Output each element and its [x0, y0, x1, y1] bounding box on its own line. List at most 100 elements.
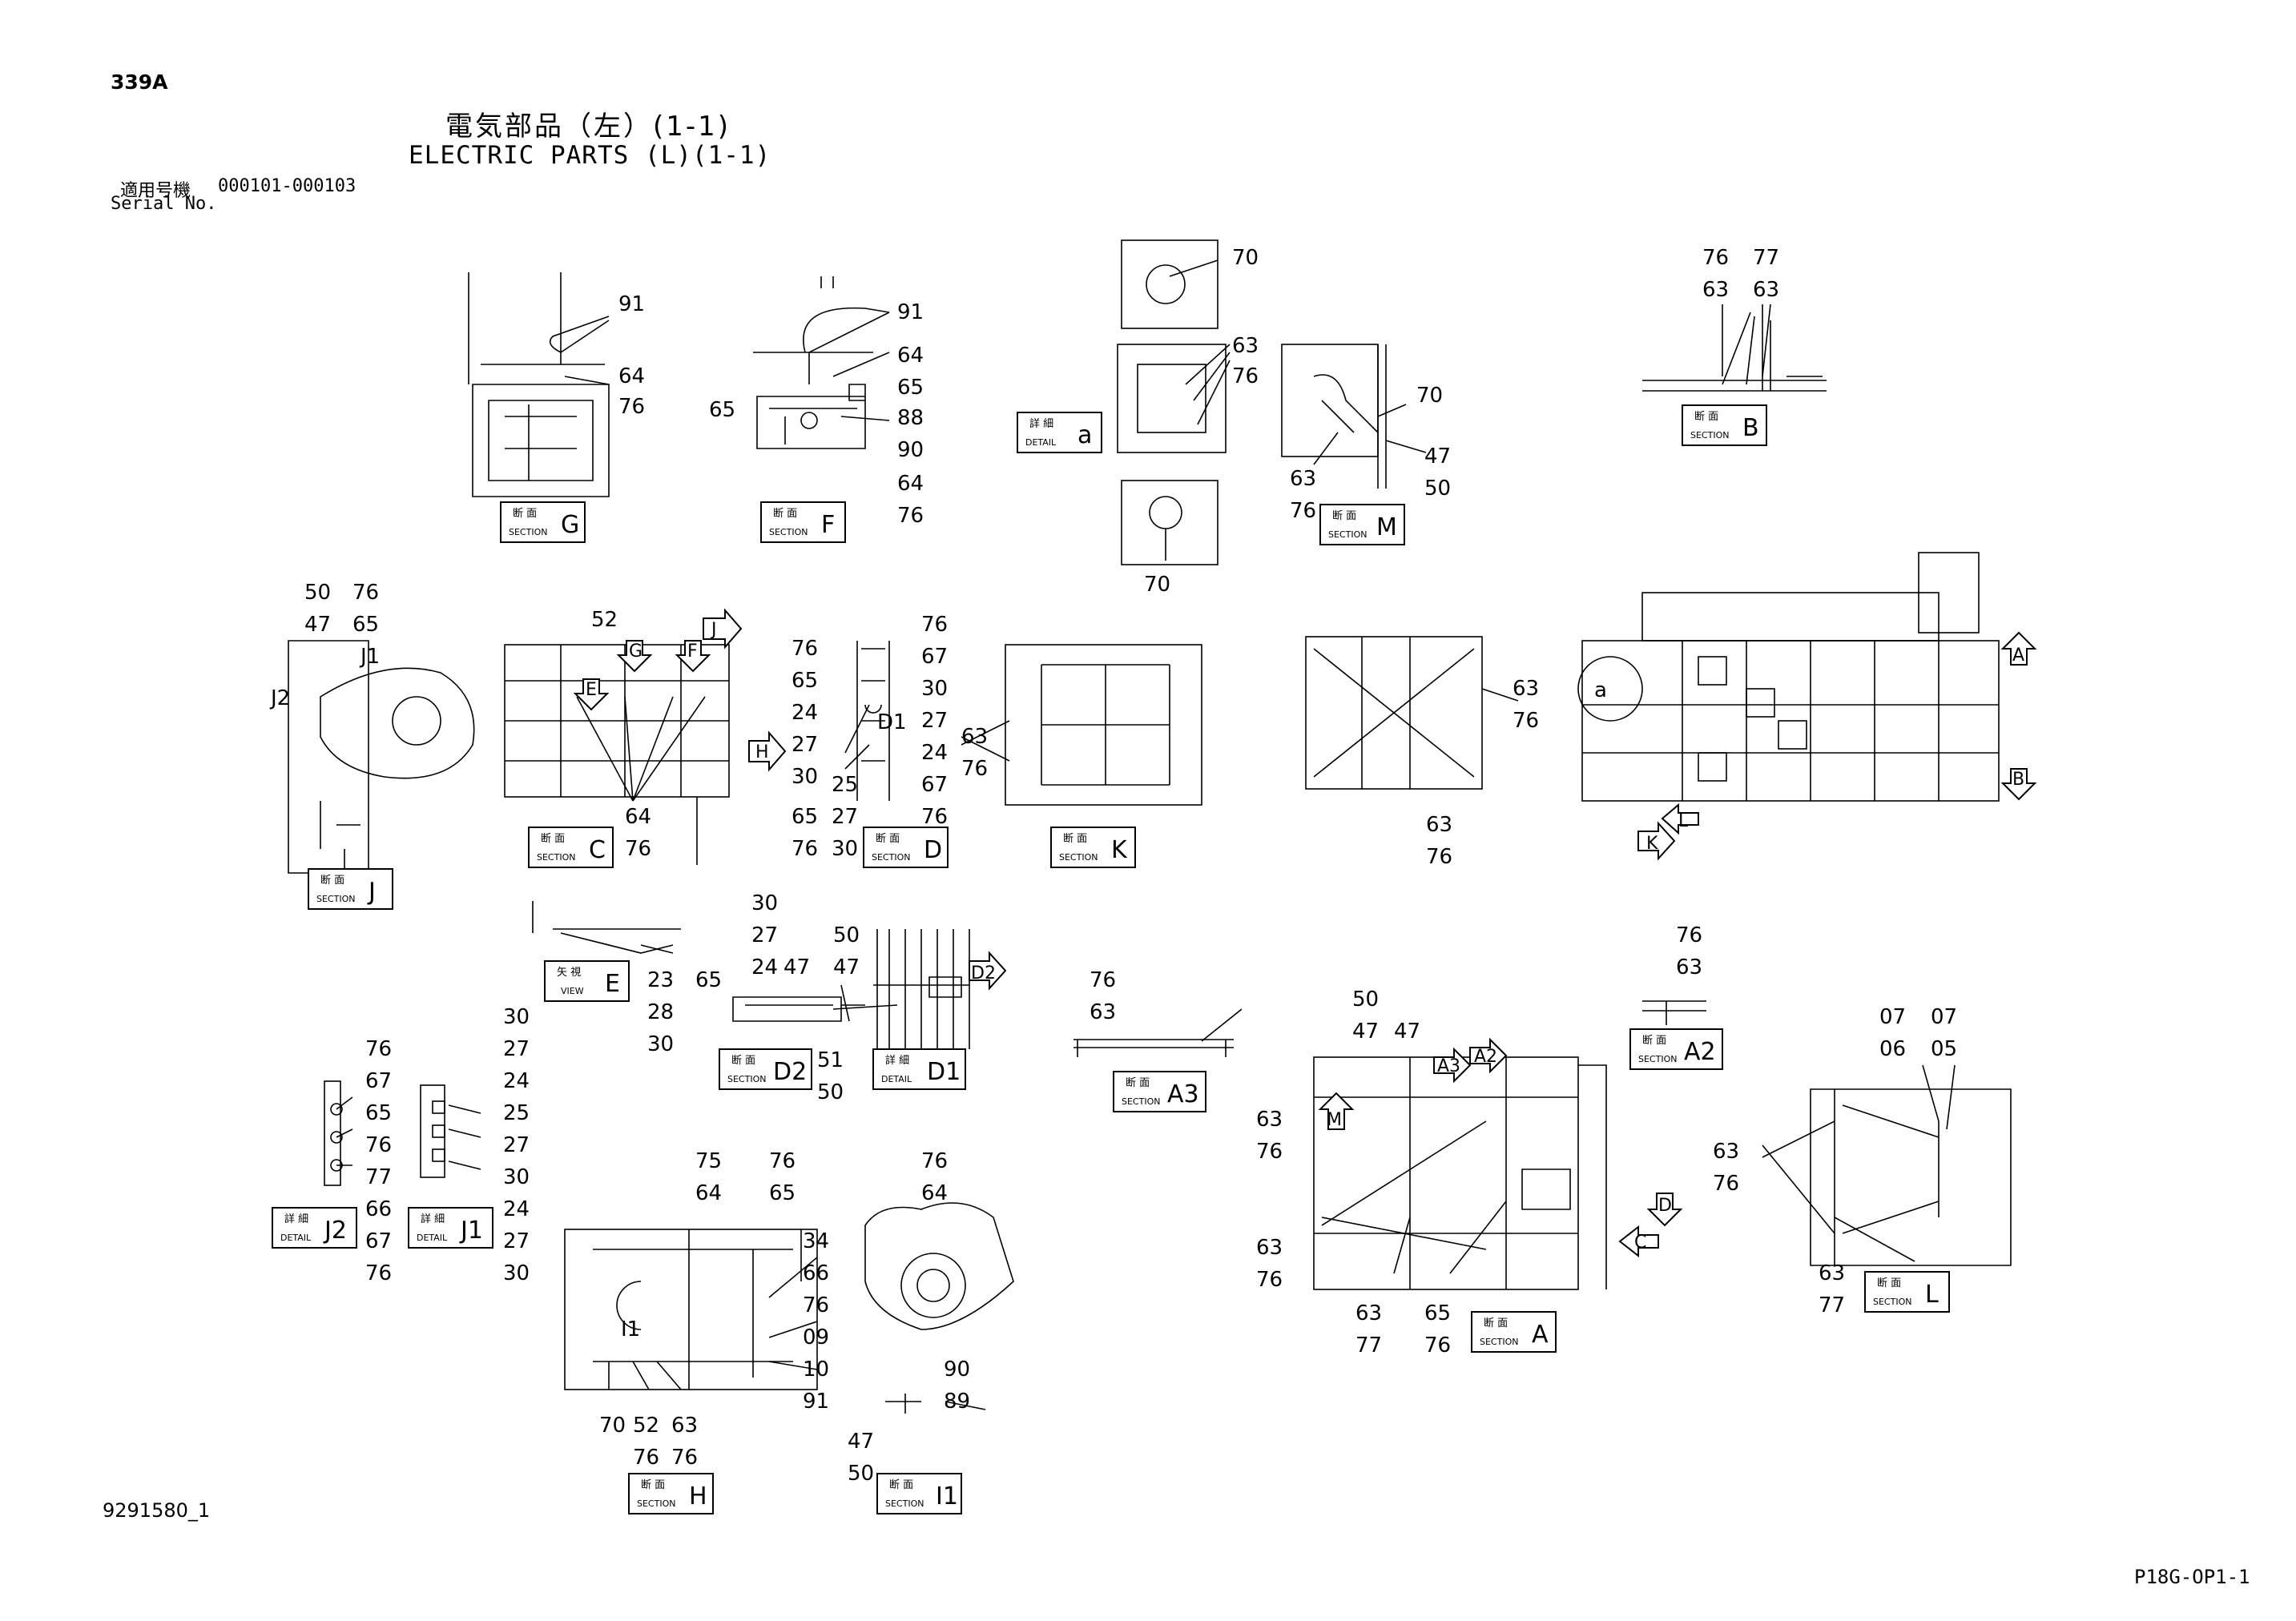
svg-text:76: 76 [1676, 923, 1702, 947]
drawing-section-a [1313, 1056, 1607, 1290]
svg-text:76: 76 [1424, 1333, 1451, 1358]
svg-text:断 面: 断 面 [513, 508, 537, 520]
svg-text:76: 76 [921, 1149, 948, 1173]
arrow-d2: D2 [969, 951, 1007, 991]
svg-text:65: 65 [709, 398, 735, 422]
drawing-section-i1 [864, 1202, 1014, 1414]
svg-text:SECTION: SECTION [637, 1498, 675, 1509]
svg-text:63: 63 [1702, 278, 1729, 302]
svg-text:30: 30 [921, 677, 948, 701]
svg-text:30: 30 [503, 1165, 530, 1189]
svg-text:SECTION: SECTION [1638, 1054, 1677, 1064]
svg-text:63: 63 [1090, 1000, 1116, 1024]
svg-text:24: 24 [503, 1069, 530, 1093]
svg-text:矢 視: 矢 視 [557, 967, 581, 979]
svg-text:76: 76 [1702, 246, 1729, 270]
drawing-section-g [468, 272, 610, 497]
svg-text:DETAIL: DETAIL [417, 1233, 448, 1243]
svg-text:B: B [1742, 414, 1759, 442]
svg-text:76: 76 [921, 805, 948, 829]
svg-text:SECTION: SECTION [1328, 529, 1367, 540]
svg-text:K: K [1646, 834, 1658, 854]
svg-text:67: 67 [921, 645, 948, 669]
svg-text:65: 65 [769, 1181, 796, 1205]
svg-text:63: 63 [1256, 1236, 1283, 1260]
svg-text:63: 63 [1232, 334, 1259, 358]
svg-text:27: 27 [832, 805, 858, 829]
svg-text:77: 77 [1819, 1293, 1845, 1317]
svg-text:I1: I1 [936, 1482, 958, 1510]
svg-text:67: 67 [921, 773, 948, 797]
arrow-f: F [675, 640, 711, 673]
svg-text:76: 76 [1232, 364, 1259, 388]
svg-text:65: 65 [1424, 1301, 1451, 1325]
svg-text:91: 91 [803, 1390, 829, 1414]
svg-text:63: 63 [1426, 813, 1452, 837]
arrow-d: D [1646, 1193, 1683, 1227]
drawing-section-c [504, 644, 730, 865]
drawing-section-d [856, 641, 890, 801]
svg-text:F: F [821, 511, 835, 539]
svg-text:77: 77 [1355, 1333, 1382, 1358]
drawing-section-k [1005, 644, 1202, 806]
svg-text:76: 76 [618, 395, 645, 419]
svg-text:C: C [589, 836, 606, 864]
svg-text:63: 63 [1355, 1301, 1382, 1325]
svg-text:76: 76 [792, 837, 818, 861]
svg-text:64: 64 [921, 1181, 948, 1205]
arrow-a3: A3 [1433, 1047, 1472, 1084]
svg-text:J: J [367, 878, 376, 906]
svg-text:30: 30 [647, 1032, 674, 1056]
svg-text:65: 65 [365, 1101, 392, 1125]
sheet-id: P18G-OP1-1 [2134, 1566, 2250, 1588]
svg-text:52: 52 [591, 608, 618, 632]
svg-text:断 面: 断 面 [641, 1479, 665, 1491]
svg-text:SECTION: SECTION [1480, 1337, 1518, 1347]
svg-text:63: 63 [1713, 1140, 1739, 1164]
svg-text:24: 24 [751, 955, 778, 979]
svg-text:76: 76 [671, 1446, 698, 1470]
svg-text:70: 70 [599, 1414, 626, 1438]
arrow-a: A [2000, 631, 2037, 666]
svg-text:50: 50 [1424, 477, 1451, 501]
svg-text:詳 細: 詳 細 [284, 1213, 308, 1225]
svg-text:05: 05 [1931, 1037, 1957, 1061]
svg-text:70: 70 [1144, 573, 1170, 597]
drawing-section-j [288, 640, 475, 881]
svg-text:09: 09 [803, 1325, 829, 1349]
svg-text:G: G [561, 511, 579, 539]
drawing-section-f [753, 276, 890, 449]
svg-text:M: M [1327, 1110, 1342, 1130]
svg-text:断 面: 断 面 [320, 875, 344, 887]
svg-text:30: 30 [503, 1261, 530, 1285]
svg-text:27: 27 [751, 923, 778, 947]
svg-text:07: 07 [1931, 1005, 1957, 1029]
svg-text:24: 24 [921, 741, 948, 765]
svg-text:SECTION: SECTION [1690, 430, 1729, 440]
svg-text:91: 91 [618, 292, 645, 316]
svg-text:SECTION: SECTION [1059, 852, 1098, 863]
svg-text:A3: A3 [1167, 1080, 1199, 1108]
svg-text:70: 70 [1416, 384, 1443, 408]
svg-text:06: 06 [1879, 1037, 1906, 1061]
drawing-section-l [1810, 1088, 2012, 1266]
svg-text:63: 63 [1513, 677, 1539, 701]
svg-text:詳 細: 詳 細 [421, 1213, 445, 1225]
svg-text:47: 47 [304, 613, 331, 637]
svg-text:27: 27 [503, 1229, 530, 1253]
svg-text:27: 27 [921, 709, 948, 733]
svg-text:断 面: 断 面 [731, 1055, 755, 1067]
svg-text:24: 24 [503, 1197, 530, 1221]
svg-text:76: 76 [365, 1261, 392, 1285]
drawing-detail-a [1117, 239, 1227, 565]
serial-label-english: Serial No. [111, 194, 217, 214]
svg-text:76: 76 [792, 637, 818, 661]
svg-text:50: 50 [833, 923, 860, 947]
drawing-id: 9291580_1 [103, 1499, 211, 1522]
svg-text:E: E [586, 680, 597, 700]
svg-text:28: 28 [647, 1000, 674, 1024]
